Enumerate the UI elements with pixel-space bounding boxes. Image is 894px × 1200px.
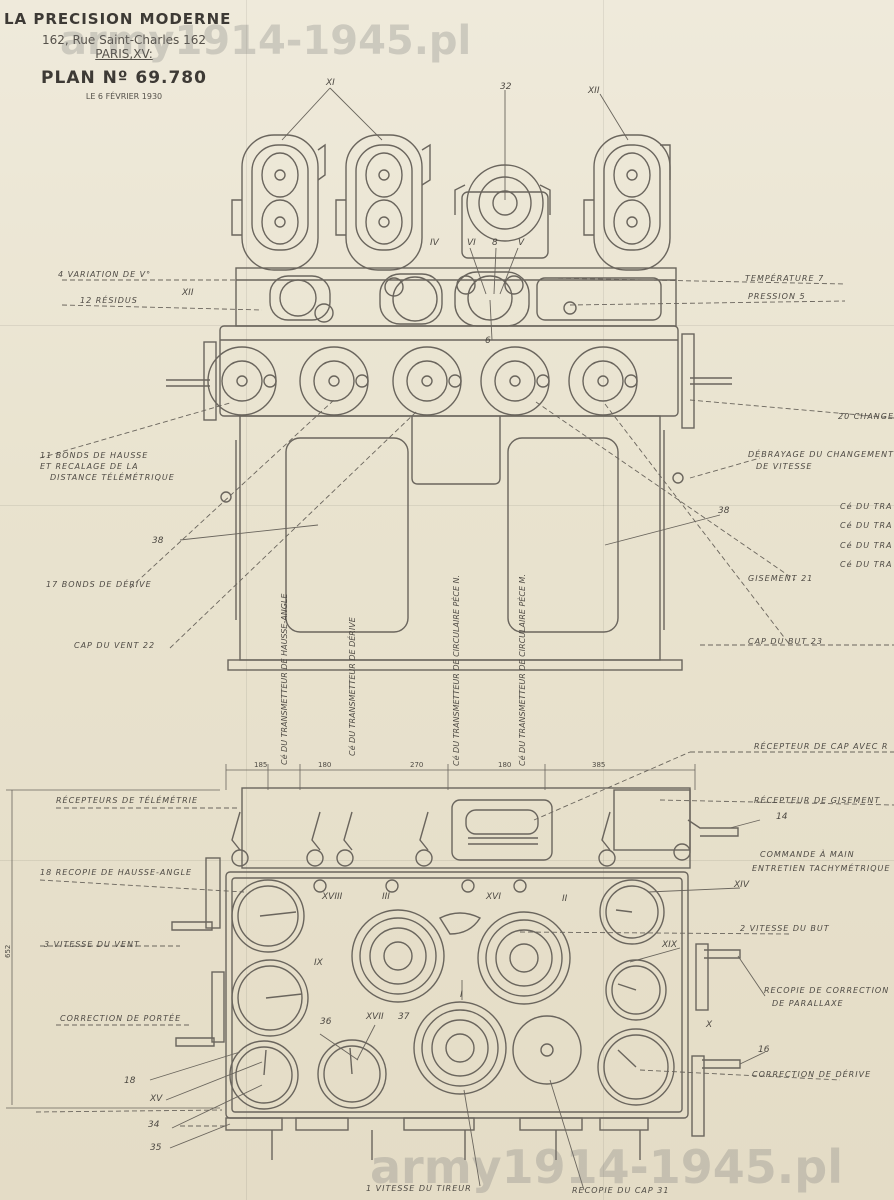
company-name: LA PRECISION MODERNE [4,10,232,28]
plan-number: PLAN Nº 69.780 [41,68,207,88]
label-pression: PRESSION 5 [748,292,806,301]
dimension-180-right: 180 [498,761,512,769]
label-transmetteur-derive: Cé DU TRANSMETTEUR DE DÉRIVE [348,617,357,756]
label-bonds-derive: 17 BONDS DE DÉRIVE [46,580,152,589]
label-v: V [518,238,525,248]
label-transmetteur-circ-m: Cé DU TRANSMETTEUR DE CIRCULAIRE PÈCE M. [518,574,527,766]
label-vitesse-tireur: 1 VITESSE DU TIREUR [366,1184,472,1193]
dimension-180-left: 180 [318,761,332,769]
watermark-top: army1914-1945.pl [60,18,472,64]
upper-instrument-housings [231,134,671,271]
label-residus: 12 RÉSIDUS [80,296,138,305]
label-correction-portee: CORRECTION DE PORTÉE [60,1014,182,1023]
label-18: 18 [124,1076,136,1086]
label-xiv: XIV [734,880,749,890]
label-commande-main: COMMANDE À MAIN [760,850,855,859]
label-iv: IV [430,238,439,248]
label-vitesse-vent: 3 VITESSE DU VENT [44,940,140,949]
label-36: 36 [320,1017,332,1027]
label-distance: DISTANCE TÉLÉMÉTRIQUE [50,473,175,482]
label-recepteur-cap: RÉCEPTEUR DE CAP AVEC R [754,742,889,751]
label-cap-vent: CAP DU VENT 22 [74,641,156,650]
label-ii: II [562,894,568,904]
label-variation: 4 VARIATION DE V° [58,270,152,279]
label-recopie-hausse: 18 RECOPIE DE HAUSSE-ANGLE [40,868,193,877]
label-xii: XII [182,288,194,298]
label-debrayage: DÉBRAYAGE DU CHANGEMENT [748,450,894,459]
paper-fold-horizontal-2 [0,505,894,506]
label-ix: IX [314,958,323,968]
plan-date: LE 6 FÉVRIER 1930 [85,92,163,101]
upper-leader-lines [39,277,894,649]
upper-solid-leaders [179,87,721,546]
label-vitesse: DE VITESSE [756,462,813,471]
paper-fold-vertical-left [246,0,247,1200]
label-6: 6 [485,336,491,346]
label-37: 37 [398,1012,410,1022]
label-transmetteur-hausse: Cé DU TRANSMETTEUR DE HAUSSE-ANGLE [280,593,289,765]
label-parallaxe: DE PARALLAXE [772,999,844,1008]
label-cap-but: CAP DU BUT 23 [748,637,823,646]
label-14: 14 [776,812,788,822]
dimension-652: 652 [4,944,12,958]
label-xvii: XVII [366,1012,384,1022]
label-recopie-correction: RECOPIE DE CORRECTION [764,986,890,995]
dimension-385: 385 [592,761,606,769]
label-temperature: TEMPÉRATURE 7 [745,274,825,283]
label-vitesse-but: 2 VITESSE DU BUT [740,924,830,933]
label-xv: XV [150,1094,163,1104]
company-city: PARIS,XV: [95,47,153,61]
label-transmetteur-circ-n: Cé DU TRANSMETTEUR DE CIRCULAIRE PÈCE N. [452,574,461,766]
label-correction-derive: CORRECTION DE DÉRIVE [752,1070,872,1079]
label-8: 8 [492,238,498,248]
label-entretien: ENTRETIEN TACHYMÉTRIQUE [752,864,891,873]
dimension-270: 270 [410,761,424,769]
label-35: 35 [150,1143,162,1153]
label-tra-4: Cé DU TRA [840,560,893,569]
lower-leader-lines [35,751,894,1127]
watermark-bottom: army1914-1945.pl [370,1140,843,1194]
label-34: 34 [148,1120,160,1130]
paper-fold-horizontal-3 [0,860,894,861]
label-vi: VI [467,238,476,248]
label-tra-2: Cé DU TRA [840,521,893,530]
label-bonds-hausse: 11 BONDS DE HAUSSE [40,451,149,460]
label-38-left: 38 [152,536,164,546]
label-change: 20 CHANGE [838,412,894,421]
lower-receivers [231,787,739,869]
label-38-right: 38 [718,506,730,516]
label-recepteurs-telemetrie: RÉCEPTEURS DE TÉLÉMÉTRIE [56,796,199,805]
label-xi: XI [326,78,335,88]
label-tra-1: Cé DU TRA [840,502,893,511]
label-recepteur-gisement: RÉCEPTEUR DE GISEMENT [754,796,881,805]
label-xvi: XVI [486,892,501,902]
label-i: I [460,990,463,1000]
label-xviii: XVIII [322,892,343,902]
paper-fold-vertical-mid [603,0,604,1200]
lower-dial-panel [171,857,741,1160]
label-iii: III [382,892,390,902]
label-recalage: ET RECALAGE DE LA [40,462,139,471]
dimension-lines [6,764,696,1109]
label-recopie-cap: RECOPIE DU CAP 31 [572,1186,670,1195]
company-address: 162, Rue Saint-Charles 162 [41,33,207,47]
label-32: 32 [500,82,512,92]
label-xii-top: XII [588,86,600,96]
title-block: LA PRECISION MODERNE 162, Rue Saint-Char… [4,10,244,101]
label-x: X [706,1020,713,1030]
upper-gauge-deck [235,267,677,327]
label-gisement: GISEMENT 21 [748,574,814,583]
lower-solid-leaders [149,819,766,1191]
label-16: 16 [758,1045,770,1055]
upper-main-body [166,325,732,671]
label-xix: XIX [662,940,677,950]
label-tra-3: Cé DU TRA [840,541,893,550]
dimension-185: 185 [254,761,268,769]
